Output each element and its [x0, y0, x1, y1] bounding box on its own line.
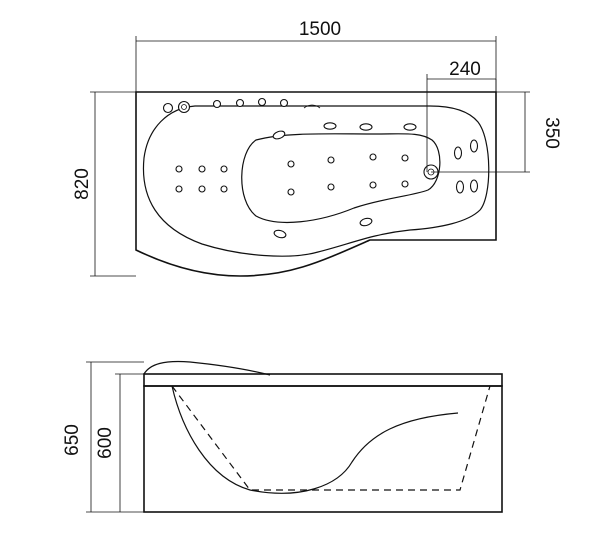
massage-jet-icon: [469, 179, 479, 193]
overflow-icon: [303, 104, 321, 109]
air-jet-icon: [220, 165, 228, 173]
tub-headrest-lip: [143, 360, 271, 376]
control-knob-icon: [177, 100, 191, 114]
air-jet-icon: [401, 154, 409, 162]
tub-backrest-area: [241, 133, 441, 224]
air-jet-icon: [220, 185, 228, 193]
tub-inner-basin: [142, 105, 490, 257]
tub-interior-dashed: [171, 385, 491, 491]
air-jet-icon: [401, 180, 409, 188]
side-view: 650 600: [62, 360, 503, 513]
dimension-drain-offset-y: 350: [541, 117, 562, 149]
tub-rim: [143, 373, 503, 387]
massage-jet-icon: [453, 146, 463, 160]
massage-jet-icon: [272, 130, 286, 140]
massage-jet-icon: [273, 229, 287, 239]
control-knob-icon: [162, 102, 174, 114]
control-knob-icon: [235, 98, 245, 108]
air-jet-icon: [287, 160, 295, 168]
dimension-drain-offset-x: 240: [449, 59, 481, 80]
massage-jet-icon: [359, 123, 373, 131]
control-knob-icon: [212, 99, 222, 109]
massage-jet-icon: [455, 180, 465, 194]
top-view: 1500 240 350 820: [72, 19, 562, 277]
air-jet-icon: [327, 183, 335, 191]
dimension-width: 820: [72, 168, 93, 200]
massage-jet-icon: [469, 139, 479, 153]
air-jet-icon: [287, 188, 295, 196]
air-jet-icon: [175, 165, 183, 173]
tub-apron: [143, 385, 503, 513]
dimension-rim-height: 600: [95, 427, 116, 459]
air-jet-icon: [369, 181, 377, 189]
dimension-total-height: 650: [62, 424, 83, 456]
control-knob-icon: [257, 97, 267, 107]
massage-jet-icon: [323, 122, 337, 130]
air-jet-icon: [369, 153, 377, 161]
tub-outer-outline: [135, 91, 497, 277]
dimension-length: 1500: [299, 19, 341, 40]
air-jet-icon: [198, 165, 206, 173]
air-jet-icon: [198, 185, 206, 193]
air-jet-icon: [175, 185, 183, 193]
massage-jet-icon: [403, 123, 417, 131]
air-jet-icon: [327, 156, 335, 164]
massage-jet-icon: [359, 217, 373, 227]
control-knob-icon: [181, 104, 187, 110]
tub-interior-curve: [171, 385, 459, 494]
control-knob-icon: [279, 98, 289, 108]
